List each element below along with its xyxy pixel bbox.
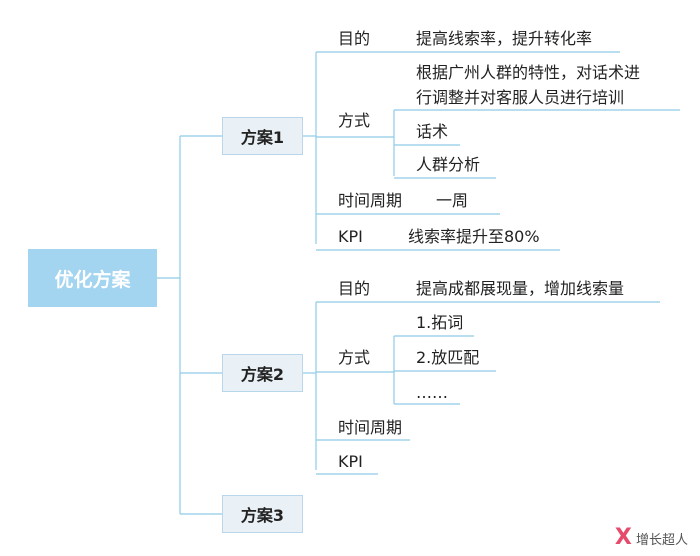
plan-1-period-label: 时间周期	[338, 191, 403, 210]
plan-1-purpose-label: 目的	[338, 29, 371, 48]
plan-1-purpose: 提高线索率，提升转化率	[416, 29, 593, 48]
plan-2-method-item-2: 2.放匹配	[416, 348, 480, 367]
watermark-text: 增长超人	[635, 533, 688, 548]
plan-2-period-label: 时间周期	[338, 418, 403, 437]
plan-1-kpi: 线索率提升至80%	[408, 227, 540, 246]
watermark: X 增长超人	[615, 525, 688, 550]
plan-2-node: 方案2	[222, 354, 303, 392]
plan-1-method-line-2: 行调整并对客服人员进行培训	[416, 88, 625, 107]
plan-2-purpose: 提高成都展现量，增加线索量	[416, 279, 625, 298]
plan-2-kpi-label: KPI	[338, 452, 363, 471]
watermark-logo: X	[614, 525, 632, 550]
plan-2-method-item-1: 1.拓词	[416, 313, 464, 332]
plan-1-method-line-1: 根据广州人群的特性，对话术进	[416, 63, 641, 82]
plan-2-purpose-label: 目的	[338, 279, 371, 298]
plan-3-node: 方案3	[222, 495, 303, 533]
plan-2-method-item-3: ……	[416, 383, 448, 402]
plan-1-method-item-2: 人群分析	[416, 155, 481, 174]
plan-1-kpi-label: KPI	[338, 227, 363, 246]
root-node: 优化方案	[28, 249, 157, 307]
plan-2-method-label: 方式	[338, 348, 371, 367]
plan-1-method-item-1: 话术	[416, 122, 449, 141]
plan-1-node: 方案1	[222, 117, 303, 155]
plan-1-method-label: 方式	[338, 111, 371, 130]
plan-1-period: 一周	[436, 191, 469, 210]
